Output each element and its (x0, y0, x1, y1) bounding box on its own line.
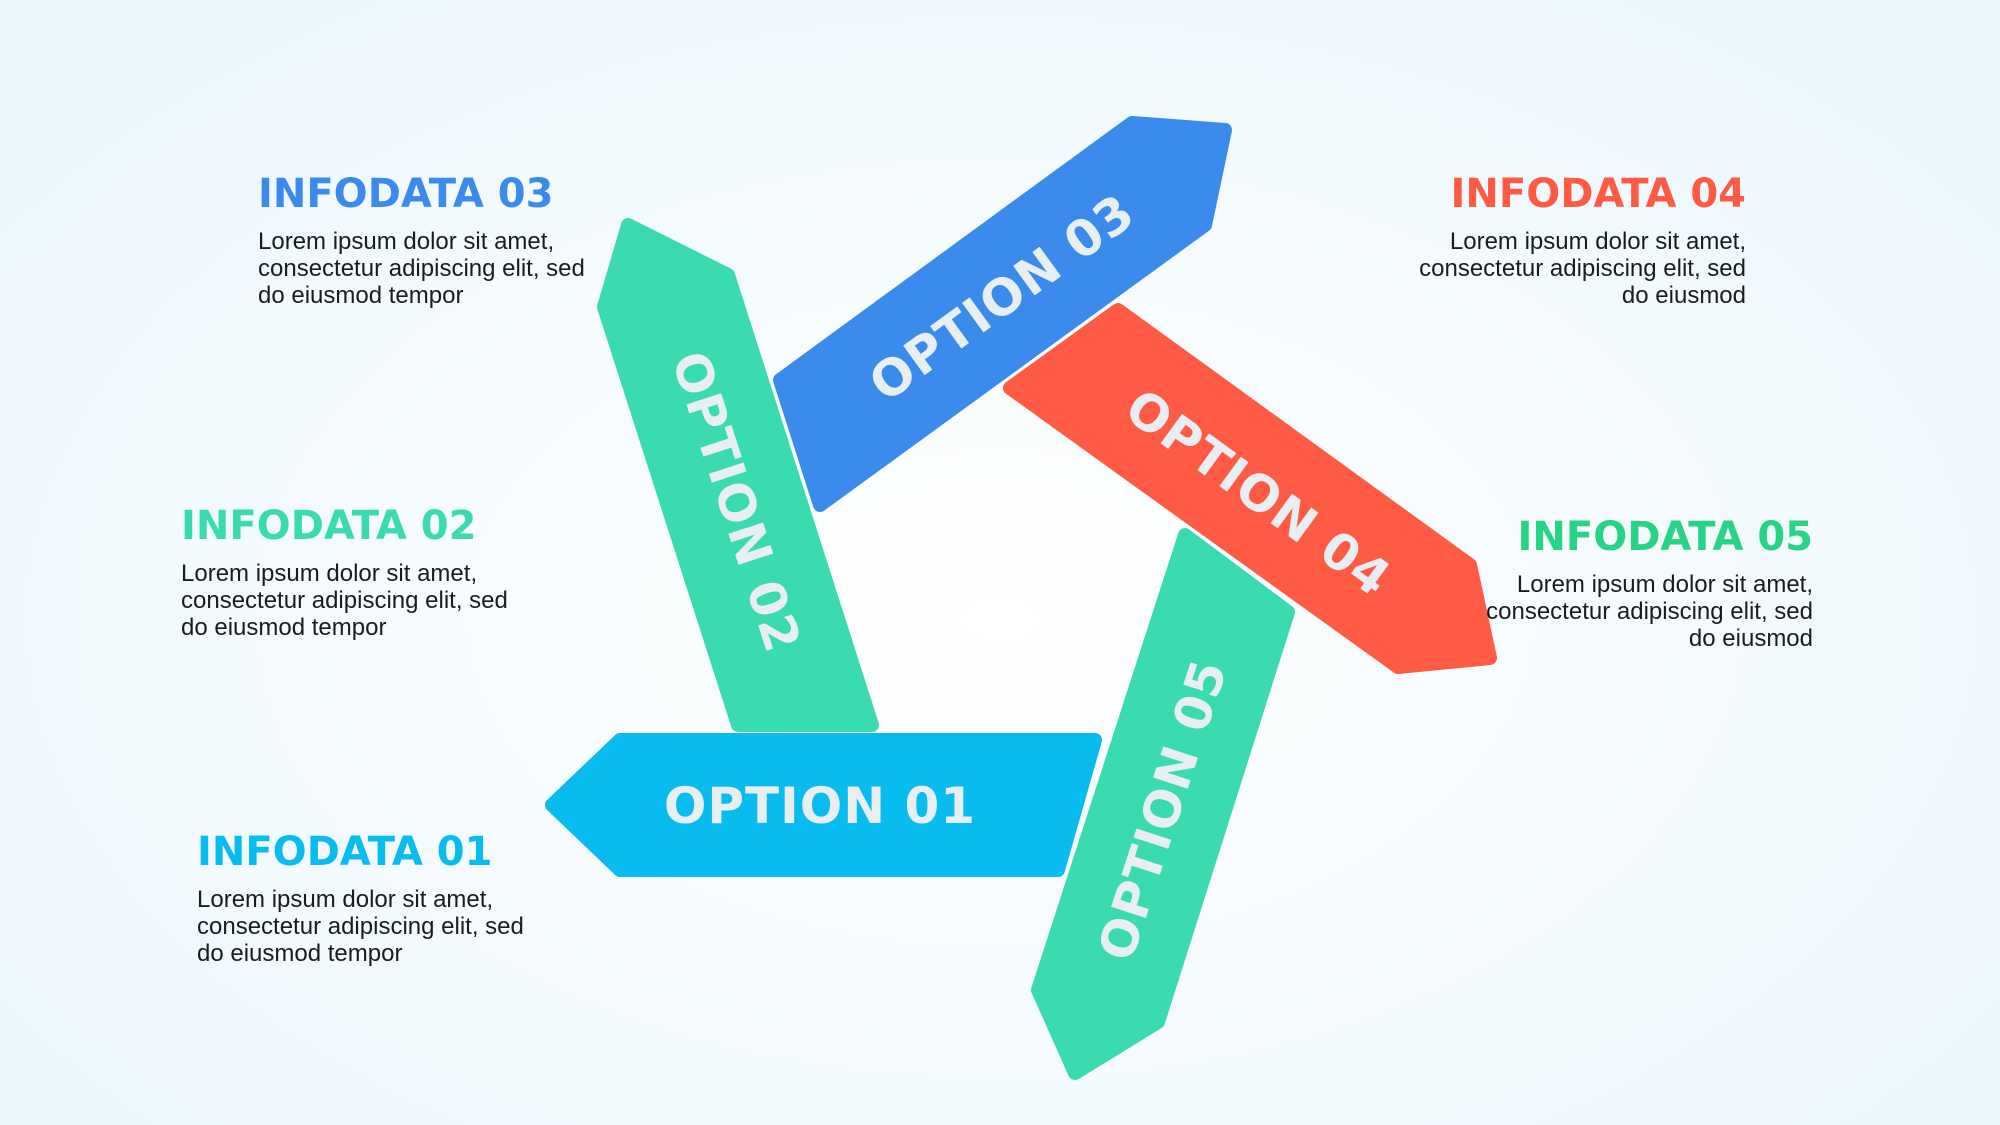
arrow-option-03-shape (773, 116, 1232, 512)
info-text-01: Lorem ipsum dolor sit amet, consectetur … (197, 886, 524, 967)
arrow-option-05: OPTION 05 (1031, 528, 1295, 1080)
info-block-04: INFODATA 04 Lorem ipsum dolor sit amet, … (1416, 170, 1746, 309)
info-title-03: INFODATA 03 (258, 171, 554, 217)
arrow-option-01: OPTION 01 (545, 733, 1102, 877)
arrow-option-01-label: OPTION 01 (664, 777, 976, 835)
info-title-02: INFODATA 02 (181, 503, 477, 549)
info-title-04: INFODATA 04 (1450, 171, 1746, 217)
info-text-04: Lorem ipsum dolor sit amet, consectetur … (1419, 228, 1746, 309)
info-text-03: Lorem ipsum dolor sit amet, consectetur … (258, 228, 585, 309)
info-block-01: INFODATA 01 Lorem ipsum dolor sit amet, … (197, 828, 527, 967)
info-block-03: INFODATA 03 Lorem ipsum dolor sit amet, … (258, 170, 588, 309)
info-text-05: Lorem ipsum dolor sit amet, consectetur … (1486, 571, 1813, 652)
info-text-02: Lorem ipsum dolor sit amet, consectetur … (181, 560, 508, 641)
info-title-05: INFODATA 05 (1517, 514, 1813, 560)
arrow-option-04-shape (1003, 303, 1497, 674)
info-title-01: INFODATA 01 (197, 829, 493, 875)
arrow-option-02-shape (597, 218, 879, 732)
arrow-option-01-shape (545, 733, 1102, 877)
arrow-option-05-shape (1031, 528, 1295, 1080)
info-block-05: INFODATA 05 Lorem ipsum dolor sit amet, … (1483, 513, 1813, 652)
info-block-02: INFODATA 02 Lorem ipsum dolor sit amet, … (181, 502, 511, 641)
